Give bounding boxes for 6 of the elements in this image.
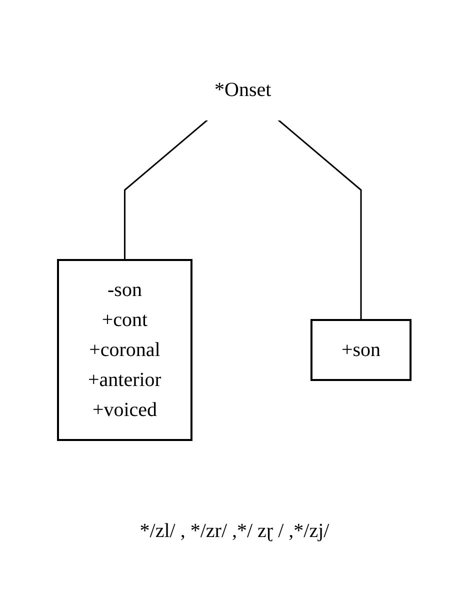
- node-box: -son +cont +coronal +anterior +voiced: [57, 259, 193, 441]
- forbidden-clusters-note: */zl/ , */zr/ ,*/ zɽ / ,*/zj/: [140, 520, 330, 543]
- connector: [278, 119, 362, 320]
- connector: [124, 119, 208, 260]
- node-text: *Onset: [214, 79, 272, 101]
- node-box: +son: [310, 319, 412, 381]
